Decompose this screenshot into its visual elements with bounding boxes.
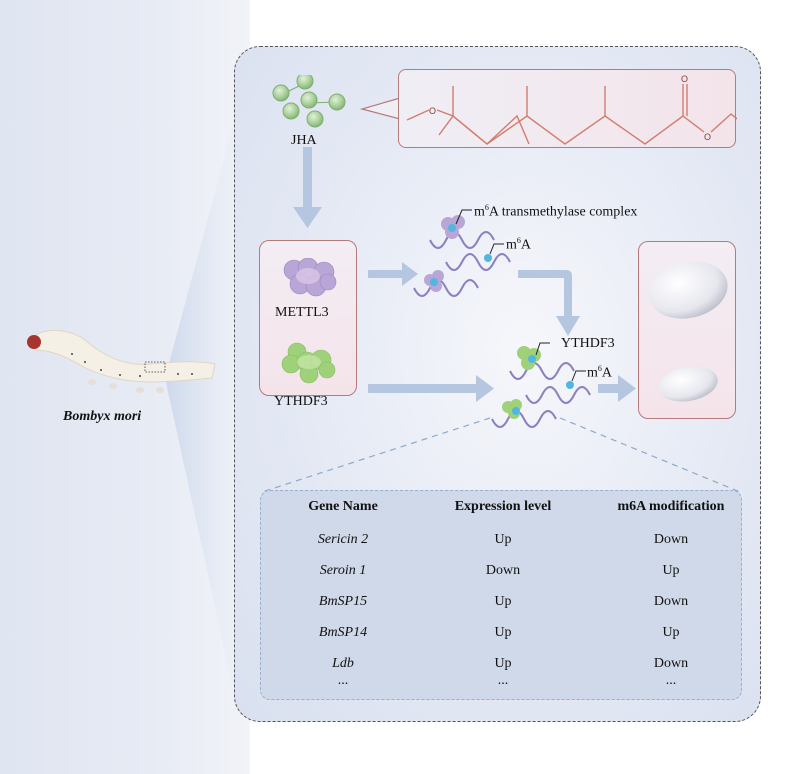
table-cell-expression: Up xyxy=(494,625,512,640)
jha-chemical-structure: O O O xyxy=(406,74,752,145)
ythdf3-protein-icon xyxy=(281,342,336,384)
rna-strand xyxy=(525,386,591,404)
table-cell-gene: Sericin 2 xyxy=(317,532,369,547)
table-cell-m6a: Down xyxy=(653,532,689,547)
m6a-label-bottom: m6A xyxy=(587,364,613,381)
table-cell-gene: BmSP15 xyxy=(318,594,368,609)
svg-text:O: O xyxy=(681,74,688,84)
table-cell-ellipsis: ... xyxy=(497,673,509,688)
table-cell-m6a: Up xyxy=(662,563,680,578)
jha-label: JHA xyxy=(291,133,317,148)
table-cell-m6a: Up xyxy=(662,625,680,640)
transmethylase-label: m6A transmethylase complex xyxy=(474,203,638,220)
large-cocoon-icon xyxy=(648,261,728,319)
table-cell-ellipsis: ... xyxy=(665,673,677,688)
table-cell-expression: Down xyxy=(485,563,521,578)
table-cell-expression: Up xyxy=(494,656,512,671)
silkworm-head xyxy=(27,335,41,349)
table-cell-expression: Up xyxy=(494,594,512,609)
table-header-m6a: m6A modification xyxy=(617,499,725,514)
small-cocoon-icon xyxy=(658,366,718,402)
svg-text:O: O xyxy=(704,132,711,142)
silkworm-illustration xyxy=(27,330,216,393)
ythdf3-left-label: YTHDF3 xyxy=(274,394,328,409)
svg-text:O: O xyxy=(429,106,436,116)
molecule-structure-box: O O O xyxy=(398,69,752,148)
table-cell-expression: Up xyxy=(494,532,512,547)
table-cell-gene: Ldb xyxy=(332,656,354,671)
table-cell-m6a: Down xyxy=(653,656,689,671)
rna-strand xyxy=(509,362,575,380)
rna-reader-group xyxy=(491,342,591,428)
table-cell-gene: BmSP14 xyxy=(318,625,368,640)
rna-strand xyxy=(445,253,511,271)
table-header-gene: Gene Name xyxy=(308,499,378,514)
mettl3-label: METTL3 xyxy=(275,305,329,320)
callout-pointer xyxy=(360,97,401,120)
cocoon-illustration xyxy=(648,261,728,402)
gene-table: Gene Name Expression level m6A modificat… xyxy=(260,490,742,700)
table-header-expression: Expression level xyxy=(454,499,552,514)
rna-strand xyxy=(429,231,495,249)
jha-molecule-icon xyxy=(272,75,346,128)
rna-methylation-group xyxy=(413,209,511,297)
table-cell-ellipsis: ... xyxy=(337,673,349,688)
zoom-cone-shape xyxy=(165,100,240,720)
rna-strand xyxy=(413,279,479,297)
rna-strand xyxy=(491,410,557,428)
organism-label: Bombyx mori xyxy=(63,409,142,424)
ythdf3-annotation-label: YTHDF3 xyxy=(561,336,615,351)
table-cell-m6a: Down xyxy=(653,594,689,609)
table-cell-gene: Seroin 1 xyxy=(319,563,367,578)
silkworm-body xyxy=(33,330,216,383)
m6a-label-top: m6A xyxy=(506,236,532,253)
mettl3-protein-icon xyxy=(283,258,337,297)
zoom-region-marker xyxy=(144,361,166,373)
